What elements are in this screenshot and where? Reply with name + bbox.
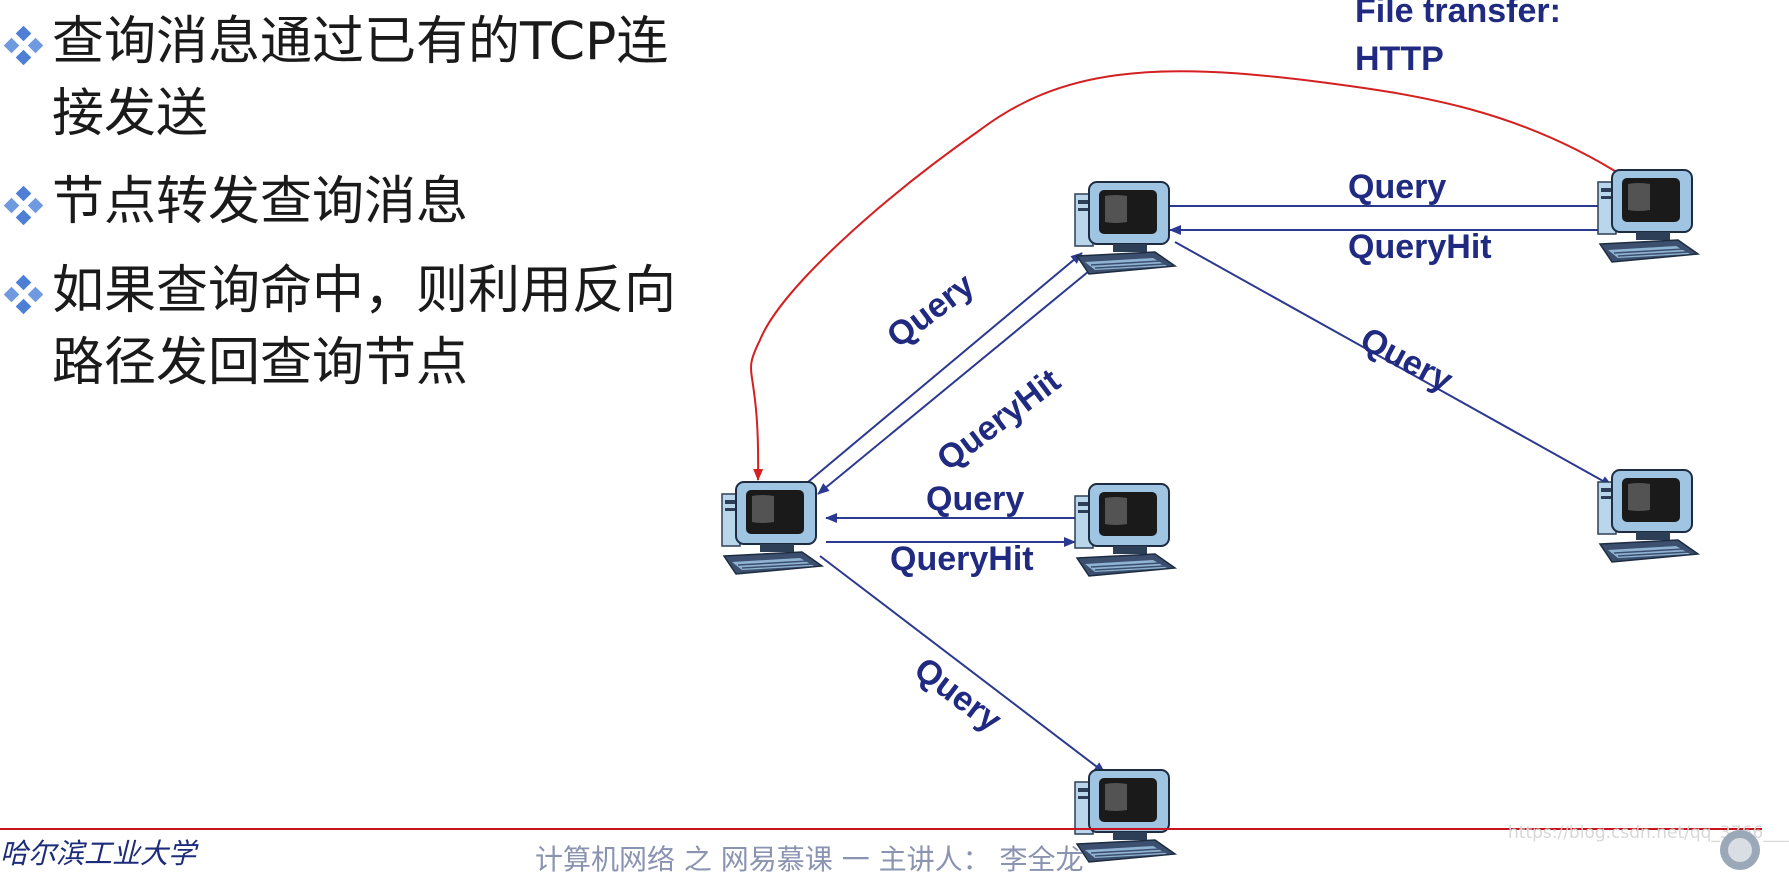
- computer-node-icon: [721, 481, 823, 575]
- bullet-text: 接发送: [52, 84, 209, 144]
- queryhit-label: QueryHit: [1348, 228, 1492, 266]
- bullet-text: 查询消息通过已有的TCP连: [52, 12, 669, 72]
- footer-course-title: 计算机网络 之 网易慕课 一 主讲人： 李全龙: [535, 843, 1084, 876]
- computer-node-icon: [1074, 769, 1176, 863]
- diamond-bullet-icon: [3, 274, 44, 315]
- query-arrow: [807, 252, 1083, 483]
- bullet-text: 如果查询命中，则利用反向: [52, 261, 677, 321]
- file-transfer-label: File transfer:: [1355, 0, 1561, 30]
- diamond-bullet-icon: [3, 185, 44, 226]
- query-arrow: [1174, 241, 1613, 487]
- queryhit-label: QueryHit: [890, 540, 1034, 578]
- corner-logo-icon: [1720, 830, 1760, 870]
- http-label: HTTP: [1355, 40, 1444, 78]
- query-arrow: [819, 555, 1106, 774]
- gnutella-query-diagram: [721, 70, 1699, 863]
- footer-divider: [0, 828, 1762, 830]
- bullet-text: 路径发回查询节点: [52, 333, 469, 393]
- computer-node-icon: [1074, 483, 1176, 577]
- bullet-text: 节点转发查询消息: [52, 172, 469, 232]
- query-label: Query: [1348, 168, 1447, 206]
- watermark-url: https://blog.csdn.net/qq_3766___: [1508, 823, 1789, 843]
- diamond-bullet-icon: [3, 25, 44, 66]
- computer-node-icon: [1597, 469, 1699, 563]
- query-label: Query: [926, 480, 1025, 518]
- footer-university-logo: 哈尔滨工业大学: [0, 837, 197, 870]
- computer-node-icon: [1597, 169, 1699, 263]
- file-transfer-arrow: [750, 70, 1627, 481]
- computer-node-icon: [1074, 181, 1176, 275]
- queryhit-arrow: [817, 261, 1101, 495]
